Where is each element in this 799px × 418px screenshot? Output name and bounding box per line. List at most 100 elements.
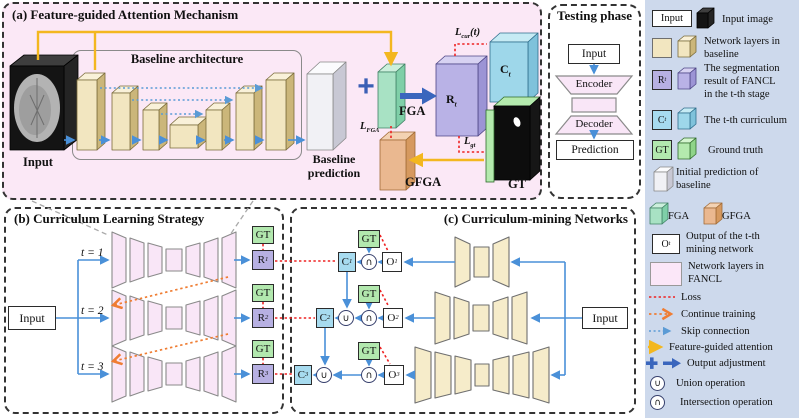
legend-fga-label: FGA bbox=[668, 211, 690, 222]
skip-connection-lines bbox=[100, 83, 264, 119]
legend-gt-box-icon: GT bbox=[652, 140, 672, 160]
loss-cur-label: Lcur(t) bbox=[455, 27, 481, 41]
t1-label: t = 1 bbox=[81, 247, 104, 259]
baseline-bottleneck bbox=[169, 116, 208, 149]
intersection-op-1: ∩ bbox=[361, 254, 377, 270]
legend-union-label: Union operation bbox=[676, 378, 746, 389]
baseline-prediction-label: Baseline prediction bbox=[307, 152, 361, 181]
gt-box-c2: GT bbox=[358, 285, 380, 303]
legend-union-icon: ∪ bbox=[650, 376, 665, 391]
legend-gfga-slab-icon bbox=[703, 202, 723, 225]
loss-fga-label: LFGA bbox=[360, 121, 380, 135]
panel-b-title: (b) Curriculum Learning Strategy bbox=[14, 211, 205, 226]
fancl-network-t2 bbox=[111, 289, 237, 347]
fancl-network-t1 bbox=[111, 231, 237, 289]
legend-input-slab-icon bbox=[696, 7, 715, 29]
gt-box-c3: GT bbox=[358, 342, 380, 360]
legend-loss-label: Loss bbox=[681, 292, 702, 303]
legend-output-mining-label: Output of the t-th mining network bbox=[686, 231, 760, 256]
legend-skip-connection-label: Skip connection bbox=[681, 326, 750, 337]
panel-a-title: (a) Feature-guided Attention Mechanism bbox=[12, 7, 239, 22]
legend-curriculum-label: The t-th curriculum bbox=[704, 115, 787, 126]
ct-slab-label: Ct bbox=[500, 62, 511, 79]
testing-input-box: Input bbox=[568, 44, 620, 64]
rt-slab-label: Rt bbox=[446, 92, 457, 109]
intersection-op-3: ∩ bbox=[361, 367, 377, 383]
baseline-prediction-slab bbox=[306, 61, 347, 151]
brain-mri-image bbox=[14, 74, 60, 142]
legend-fancl-layers-label: Network layers in FANCL bbox=[688, 261, 764, 286]
gt-box-c1: GT bbox=[358, 230, 380, 248]
panel-b-input-box: Input bbox=[8, 306, 56, 330]
union-op-3: ∪ bbox=[316, 367, 332, 383]
t2-label: t = 2 bbox=[81, 305, 104, 317]
fga-label: FGA bbox=[399, 104, 426, 118]
legend-initial-pred-slab-icon bbox=[653, 166, 674, 192]
mining-network-2 bbox=[434, 291, 528, 345]
gt-box-b2: GT bbox=[252, 284, 274, 302]
legend-fancl-layer-icon bbox=[650, 262, 682, 286]
loss-links-bc bbox=[262, 234, 391, 375]
baseline-layer-5 bbox=[205, 102, 231, 151]
plus-sign: + bbox=[357, 70, 375, 103]
testing-prediction-box: Prediction bbox=[556, 140, 634, 160]
panel-b-flow bbox=[56, 255, 251, 379]
loss-gt-label: Lgt bbox=[464, 136, 476, 150]
legend-ground-truth-label: Ground truth bbox=[708, 145, 764, 156]
connector-dashed-right bbox=[229, 200, 254, 236]
intersection-op-2: ∩ bbox=[361, 310, 377, 326]
legend-rt-slab-icon bbox=[677, 67, 697, 90]
ct-slab bbox=[489, 32, 539, 103]
mining-network-1 bbox=[454, 236, 510, 288]
legend-ct-slab-icon bbox=[677, 107, 697, 130]
legend-initial-prediction-label: Initial prediction of baseline bbox=[676, 167, 759, 192]
legend-output-adjustment-label: Output adjustment bbox=[687, 358, 766, 369]
legend-feature-guided-label: Feature-guided attention bbox=[669, 342, 773, 353]
loss-links-a bbox=[390, 43, 487, 153]
feature-guided-attention-lines bbox=[36, 30, 484, 168]
continue-training-arrows bbox=[114, 276, 229, 361]
gt-slab-label: GT bbox=[508, 177, 527, 191]
legend-baseline-layer-icon bbox=[652, 38, 672, 58]
baseline-layer-3 bbox=[142, 102, 168, 151]
baseline-layer-1 bbox=[76, 72, 106, 151]
legend-gfga-label: GFGA bbox=[722, 211, 751, 222]
rt-slab bbox=[435, 55, 488, 137]
panel-c-title: (c) Curriculum-mining Networks bbox=[443, 211, 628, 226]
output-adjustment-icon bbox=[646, 357, 681, 369]
legend-gt-slab-icon bbox=[677, 137, 697, 160]
t3-label: t = 3 bbox=[81, 361, 104, 373]
gfga-label: GFGA bbox=[405, 175, 442, 189]
legend-fga-slab-icon bbox=[649, 202, 669, 225]
baseline-layer-2 bbox=[111, 85, 139, 151]
legend-continue-training-label: Continue training bbox=[681, 309, 756, 320]
gt-box-b3: GT bbox=[252, 340, 274, 358]
fancl-network-t3 bbox=[111, 345, 237, 403]
testing-shapes bbox=[554, 75, 634, 135]
baseline-layer-7 bbox=[265, 72, 295, 151]
legend-input-box-icon: Input bbox=[652, 10, 692, 27]
union-op-2: ∪ bbox=[338, 310, 354, 326]
gt-box-b1: GT bbox=[252, 226, 274, 244]
legend-segmentation-label: The segmentation result of FANCL in the … bbox=[704, 63, 780, 101]
panel-c-input-box: Input bbox=[582, 307, 628, 329]
legend-baseline-slab-icon bbox=[677, 35, 697, 58]
ground-truth-slab bbox=[485, 96, 542, 183]
legend-intersection-label: Intersection operation bbox=[680, 397, 773, 408]
output-adjustment-arrow bbox=[400, 87, 437, 105]
testing-phase-title: Testing phase bbox=[556, 8, 633, 23]
